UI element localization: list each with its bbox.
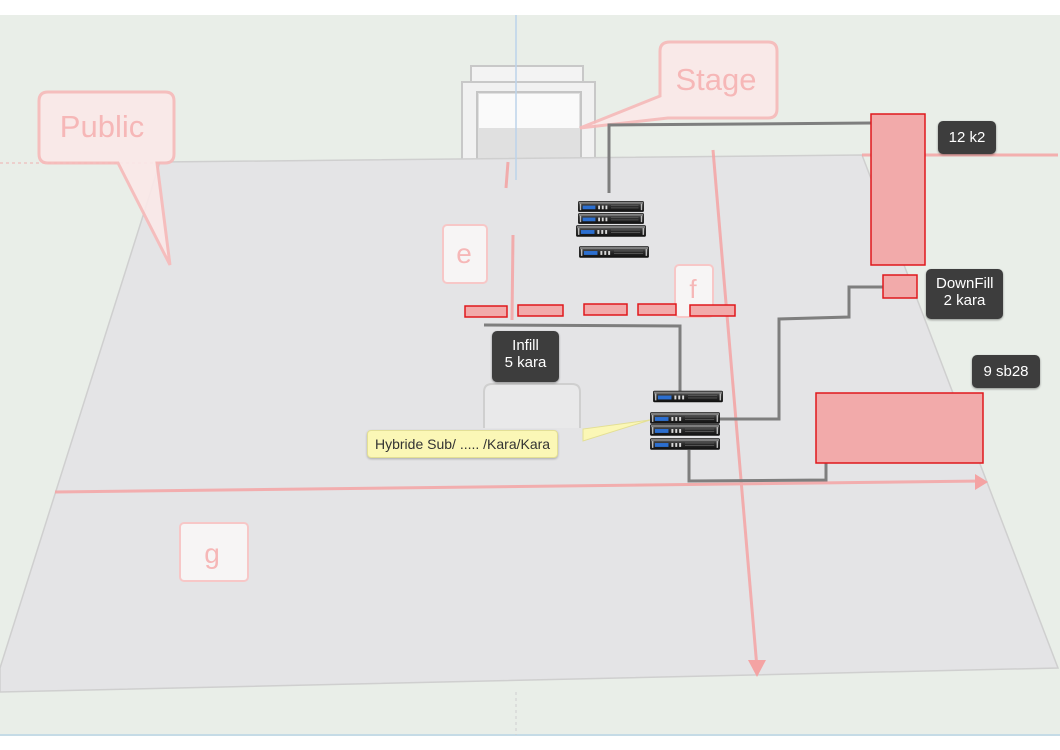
cables: [483, 121, 884, 483]
public-callout-text: Public: [60, 109, 144, 144]
downfill-label: DownFill 2 kara: [926, 269, 1003, 319]
infill-speaker[interactable]: [583, 303, 628, 316]
infill-speakers: [464, 303, 736, 318]
zone-f-label: f: [689, 274, 697, 304]
zone-e: e: [442, 224, 488, 284]
cable-downfill: [705, 285, 884, 421]
main-array-label: 12 k2: [938, 121, 996, 154]
stage-callout-text: Stage: [675, 62, 756, 97]
infill-label-detail: 5 kara: [504, 354, 547, 371]
zone-e-label: e: [456, 238, 472, 269]
mix-position: [483, 383, 581, 428]
cable-subs: [687, 450, 828, 483]
infill-speaker[interactable]: [637, 303, 677, 316]
zone-g-label: g: [204, 538, 220, 569]
cable-main-array: [607, 121, 872, 193]
amplifier-rack-icon[interactable]: [576, 201, 649, 258]
public-callout: Public: [37, 90, 176, 266]
sub-array-speaker[interactable]: [815, 392, 984, 464]
zone-g: g: [179, 522, 249, 582]
arrow-head: [748, 660, 766, 677]
subs-label: 9 sb28: [972, 355, 1040, 388]
downfill-speaker[interactable]: [882, 274, 918, 299]
stage-callout: Stage: [579, 40, 779, 130]
downfill-label-detail: 2 kara: [943, 292, 986, 309]
infill-speaker[interactable]: [464, 305, 508, 318]
infill-label: Infill 5 kara: [492, 331, 559, 382]
amplifier-rack-icon[interactable]: [650, 390, 723, 450]
arrow-head: [975, 474, 988, 490]
stage-structure: [461, 65, 596, 163]
cable-infill: [483, 323, 682, 391]
main-array-label-text: 12 k2: [948, 129, 986, 146]
infill-speaker[interactable]: [689, 304, 736, 317]
main-array-speaker[interactable]: [870, 113, 926, 266]
zone-f: f: [674, 264, 714, 318]
subs-label-text: 9 sb28: [983, 363, 1029, 380]
infill-speaker[interactable]: [517, 304, 564, 317]
tooltip-pointer: [582, 419, 651, 442]
hybrid-tooltip-text: Hybride Sub/ ..... /Kara/Kara: [375, 436, 551, 452]
hybrid-tooltip: Hybride Sub/ ..... /Kara/Kara: [367, 430, 559, 458]
infill-label-title: Infill: [512, 337, 539, 354]
downfill-label-title: DownFill: [936, 275, 994, 292]
